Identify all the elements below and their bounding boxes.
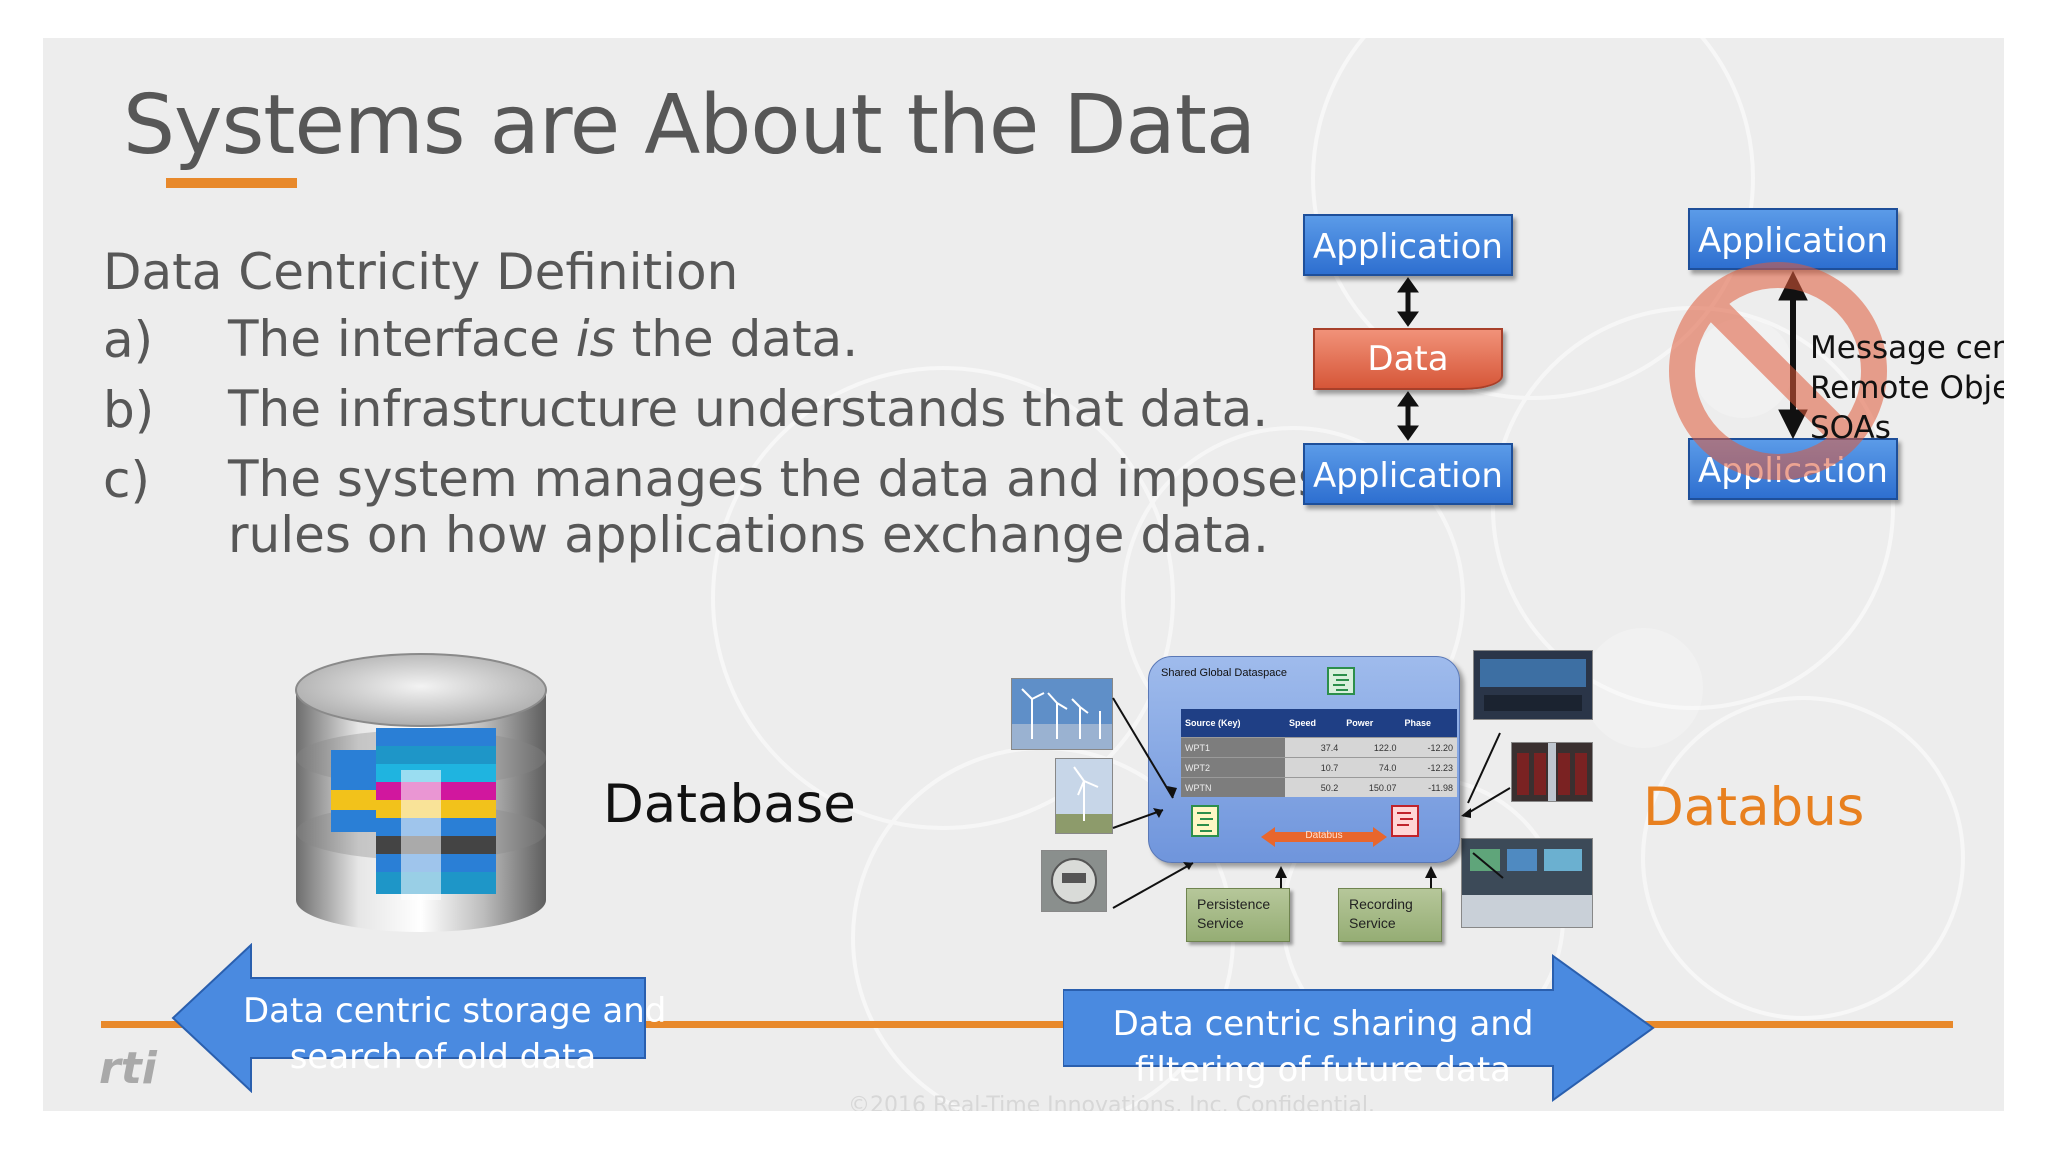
dc-top-application-box: Application bbox=[1303, 214, 1513, 276]
persistence-service-label: Persistence Service bbox=[1197, 896, 1271, 931]
databus-mini-arrow bbox=[1261, 827, 1387, 847]
wind-turbine-photo bbox=[1055, 758, 1113, 834]
table-header: Source (Key) bbox=[1181, 709, 1285, 738]
table-cell: 74.0 bbox=[1342, 757, 1401, 778]
dataspace-title: Shared Global Dataspace bbox=[1161, 667, 1287, 679]
dataspace-table: Source (Key) Speed Power Phase WPT1 37.4… bbox=[1181, 709, 1457, 797]
rti-logo: rti bbox=[99, 1043, 157, 1094]
table-header: Phase bbox=[1400, 709, 1457, 738]
table-row: WPT2 10.7 74.0 -12.23 bbox=[1181, 757, 1457, 778]
table-header: Power bbox=[1342, 709, 1401, 738]
table-cell: 122.0 bbox=[1342, 737, 1401, 758]
slide-title: Systems are About the Data bbox=[123, 78, 1256, 173]
sharing-arrow-line2: filtering of future data bbox=[1135, 1050, 1511, 1090]
mc-label-soas: SOAs bbox=[1810, 410, 1891, 446]
table-cell: WPT1 bbox=[1181, 737, 1285, 758]
prohibited-icon bbox=[1669, 262, 1887, 480]
wind-farm-photo bbox=[1011, 678, 1113, 750]
persistence-data-icon bbox=[1191, 805, 1219, 837]
recording-data-icon bbox=[1391, 805, 1419, 837]
storage-arrow-line2: search of old data bbox=[289, 1037, 597, 1077]
databus-mini-label: Databus bbox=[1305, 830, 1343, 841]
title-underline bbox=[166, 178, 297, 188]
sharing-arrow bbox=[1063, 954, 1655, 1102]
table-cell: -12.20 bbox=[1400, 737, 1457, 758]
control-room-photo-1 bbox=[1473, 650, 1593, 720]
power-meter-photo bbox=[1041, 850, 1107, 912]
storage-arrow bbox=[171, 943, 646, 1093]
recording-service-box: Recording Service bbox=[1338, 888, 1442, 942]
databus-label: Databus bbox=[1643, 777, 1865, 838]
item-c-letter: c) bbox=[103, 451, 150, 509]
dc-data-box: Data bbox=[1313, 328, 1503, 390]
sharing-arrow-line1: Data centric sharing and bbox=[1112, 1004, 1534, 1044]
databus-connectors bbox=[1112, 697, 1511, 928]
storage-arrow-line1: Data centric storage and bbox=[243, 991, 667, 1031]
shared-dataspace-panel: Shared Global Dataspace Source (Key) Spe… bbox=[1148, 656, 1460, 863]
item-a-post: the data. bbox=[615, 310, 859, 368]
item-c-line1: The system manages the data and imposes bbox=[228, 450, 1324, 508]
item-a-pre: The interface bbox=[228, 310, 576, 368]
table-cell: WPTN bbox=[1181, 777, 1285, 797]
table-cell: 150.07 bbox=[1342, 777, 1401, 797]
mc-label-remote-objects: Remote Objects bbox=[1810, 370, 2004, 406]
table-cell: -12.23 bbox=[1400, 757, 1457, 778]
item-c-line2: rules on how applications exchange data. bbox=[228, 506, 1269, 564]
persistence-service-box: Persistence Service bbox=[1186, 888, 1290, 942]
mc-label-message-centric: Message centric bbox=[1810, 330, 2004, 366]
table-cell: 37.4 bbox=[1284, 737, 1343, 758]
database-label: Database bbox=[603, 774, 856, 835]
footer-copyright: ©2016 Real-Time Innovations, Inc. Confid… bbox=[848, 1093, 1375, 1111]
control-room-photo-2 bbox=[1461, 838, 1593, 928]
dc-bottom-application-box: Application bbox=[1303, 443, 1513, 505]
database-icon bbox=[295, 653, 547, 932]
server-room-photo bbox=[1511, 742, 1593, 802]
item-a-text: The interface is the data. bbox=[228, 311, 858, 367]
table-cell: 10.7 bbox=[1284, 757, 1343, 778]
table-header: Speed bbox=[1284, 709, 1343, 738]
table-header-row: Source (Key) Speed Power Phase bbox=[1181, 709, 1457, 738]
table-row: WPT1 37.4 122.0 -12.20 bbox=[1181, 737, 1457, 758]
table-cell: -11.98 bbox=[1400, 777, 1457, 797]
definition-heading: Data Centricity Definition bbox=[103, 243, 739, 301]
item-a-emphasis: is bbox=[575, 310, 616, 368]
item-b-letter: b) bbox=[103, 381, 155, 439]
dc-double-arrows bbox=[1397, 277, 1419, 441]
item-a-letter: a) bbox=[103, 311, 154, 369]
mc-top-application-box: Application bbox=[1688, 208, 1898, 270]
table-cell: 50.2 bbox=[1284, 777, 1343, 797]
slide: Systems are About the Data Data Centrici… bbox=[43, 38, 2004, 1111]
data-object-icon bbox=[1327, 667, 1355, 695]
item-b-text: The infrastructure understands that data… bbox=[228, 380, 1269, 438]
recording-service-label: Recording Service bbox=[1349, 896, 1413, 931]
table-row: WPTN 50.2 150.07 -11.98 bbox=[1181, 777, 1457, 797]
timeline-line bbox=[101, 1021, 1953, 1028]
table-cell: WPT2 bbox=[1181, 757, 1285, 778]
